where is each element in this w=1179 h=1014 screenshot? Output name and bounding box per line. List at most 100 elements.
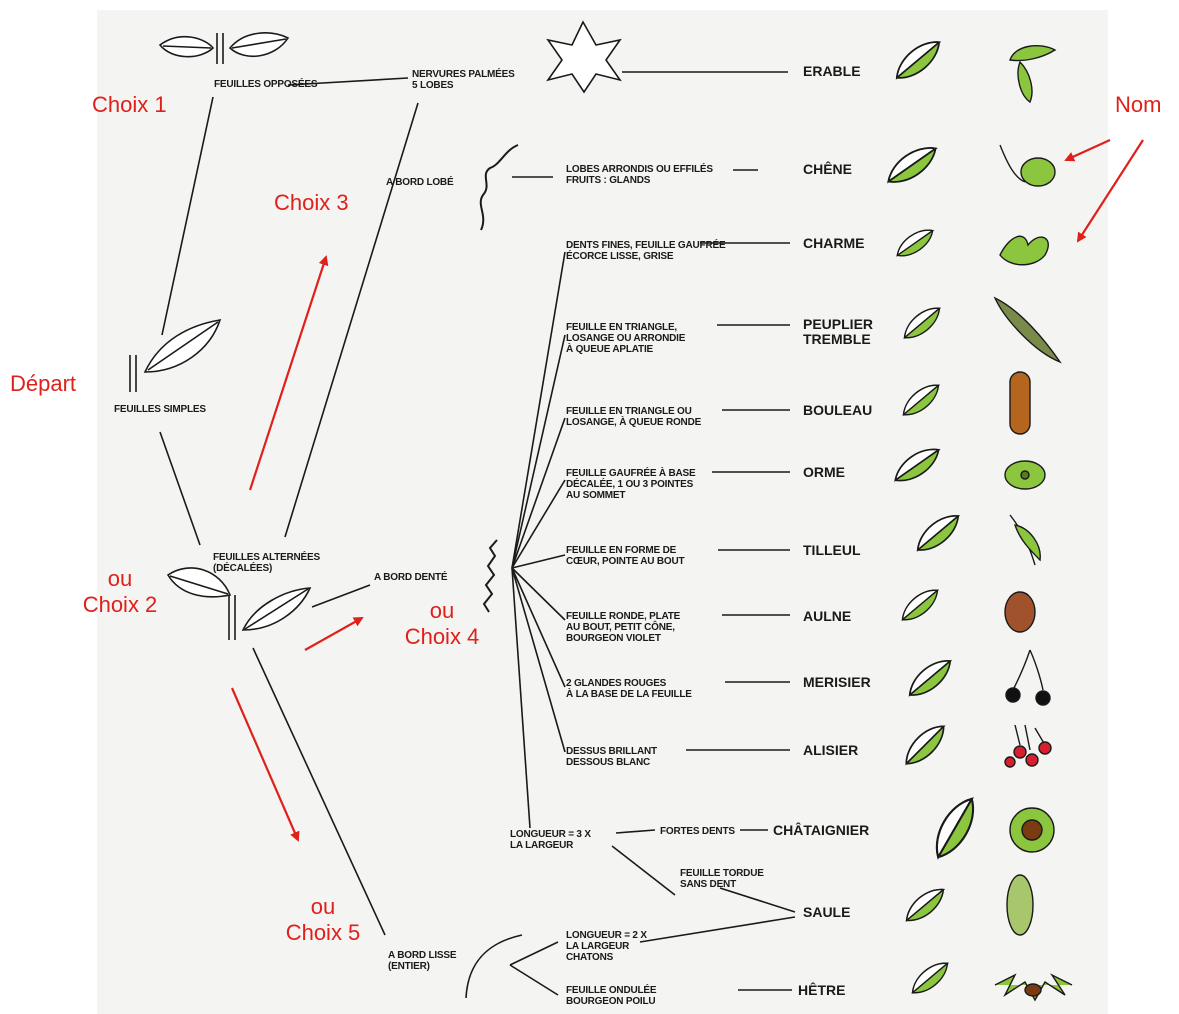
annotation-choix-2-line-1: ou xyxy=(68,566,172,592)
node-nervures-palmees-line-1: NERVURES PALMÉES xyxy=(412,69,515,80)
criterion-dents-fines-line-1: DENTS FINES, FEUILLE GAUFRÉE xyxy=(566,240,725,251)
node-a-bord-lisse: A BORD LISSE (ENTIER) xyxy=(388,950,456,972)
tree-leaf-illustrations xyxy=(882,34,982,999)
tree-name-erable: ERABLE xyxy=(803,64,861,79)
criterion-feuille-gaufree-line-1: FEUILLE GAUFRÉE À BASE xyxy=(566,468,696,479)
annotation-choix-4: ou Choix 4 xyxy=(390,598,494,650)
criterion-feuille-gaufree-line-2: DÉCALÉE, 1 OU 3 POINTES xyxy=(566,479,696,490)
criterion-glandes-rouges-line-2: À LA BASE DE LA FEUILLE xyxy=(566,689,692,700)
tree-name-alisier: ALISIER xyxy=(803,743,858,758)
criterion-feuille-triangle-line-1: FEUILLE EN TRIANGLE, xyxy=(566,322,685,333)
palmate-leaf-icon xyxy=(548,22,620,92)
criterion-lobes-arrondis-line-1: LOBES ARRONDIS OU EFFILÉS xyxy=(566,164,713,175)
node-nervures-palmees: NERVURES PALMÉES 5 LOBES xyxy=(412,69,515,91)
tree-name-peuplier-tremble: PEUPLIER TREMBLE xyxy=(803,317,873,347)
lobed-edge-icon xyxy=(481,145,518,230)
hornbeam-fruit-icon xyxy=(1000,236,1048,264)
criterion-longueur-3x-line-2: LA LARGEUR xyxy=(510,840,591,851)
annotation-choix-5: ou Choix 5 xyxy=(268,894,378,946)
annotation-choix-1: Choix 1 xyxy=(92,92,167,118)
criterion-feuille-triangle-losange-line-2: LOSANGE, À QUEUE RONDE xyxy=(566,417,701,428)
criterion-dents-fines: DENTS FINES, FEUILLE GAUFRÉE ÉCORCE LISS… xyxy=(566,240,725,262)
criterion-feuille-ronde: FEUILLE RONDE, PLATE AU BOUT, PETIT CÔNE… xyxy=(566,611,680,644)
tree-fruit-illustrations xyxy=(995,46,1072,1000)
elm-samara-icon xyxy=(1005,461,1045,489)
tree-name-tilleul: TILLEUL xyxy=(803,543,861,558)
tree-name-charme: CHARME xyxy=(803,236,864,251)
criterion-feuille-ondulee: FEUILLE ONDULÉE BOURGEON POILU xyxy=(566,985,656,1007)
tree-name-chataignier: CHÂTAIGNIER xyxy=(773,823,869,838)
cherry-icon xyxy=(1006,650,1050,705)
node-feuilles-simples: FEUILLES SIMPLES xyxy=(114,404,206,415)
criterion-feuille-ondulee-line-1: FEUILLE ONDULÉE xyxy=(566,985,656,996)
opposite-leaves-icon xyxy=(160,33,288,64)
criterion-longueur-3x-line-1: LONGUEUR = 3 X xyxy=(510,829,591,840)
tree-name-merisier: MERISIER xyxy=(803,675,871,690)
criterion-feuille-tordue: FEUILLE TORDUE SANS DENT xyxy=(680,868,764,890)
criterion-feuille-triangle-losange-line-1: FEUILLE EN TRIANGLE OU xyxy=(566,406,701,417)
node-a-bord-lisse-line-1: A BORD LISSE xyxy=(388,950,456,961)
criterion-longueur-3x: LONGUEUR = 3 X LA LARGEUR xyxy=(510,829,591,851)
annotation-choix-5-line-2: Choix 5 xyxy=(268,920,378,946)
node-feuilles-alternees: FEUILLES ALTERNÉES (DÉCALÉES) xyxy=(213,552,320,574)
node-a-bord-dente: A BORD DENTÉ xyxy=(374,572,447,583)
whitebeam-berries-icon xyxy=(1005,725,1051,767)
maple-samara-icon xyxy=(1010,46,1055,102)
criterion-feuille-tordue-line-2: SANS DENT xyxy=(680,879,764,890)
node-nervures-palmees-line-2: 5 LOBES xyxy=(412,80,515,91)
linden-fruit-icon xyxy=(1010,515,1040,565)
tree-name-orme: ORME xyxy=(803,465,845,480)
node-a-bord-lobe: A BORD LOBÉ xyxy=(386,177,453,188)
node-feuilles-opposees: FEUILLES OPPOSÉES xyxy=(214,79,317,90)
criterion-lobes-arrondis-line-2: FRUITS : GLANDS xyxy=(566,175,713,186)
tree-name-peuplier-tremble-line-1: PEUPLIER xyxy=(803,317,873,332)
criterion-glandes-rouges-line-1: 2 GLANDES ROUGES xyxy=(566,678,692,689)
criterion-fortes-dents: FORTES DENTS xyxy=(660,826,735,837)
criterion-feuille-ondulee-line-2: BOURGEON POILU xyxy=(566,996,656,1007)
criterion-feuille-triangle: FEUILLE EN TRIANGLE, LOSANGE OU ARRONDIE… xyxy=(566,322,685,355)
annotation-choix-2: ou Choix 2 xyxy=(68,566,172,618)
criterion-dessus-brillant-line-1: DESSUS BRILLANT xyxy=(566,746,657,757)
annotation-choix-4-line-2: Choix 4 xyxy=(390,624,494,650)
criterion-feuille-gaufree: FEUILLE GAUFRÉE À BASE DÉCALÉE, 1 OU 3 P… xyxy=(566,468,696,501)
criterion-feuille-coeur: FEUILLE EN FORME DE CŒUR, POINTE AU BOUT xyxy=(566,545,684,567)
criterion-lobes-arrondis: LOBES ARRONDIS OU EFFILÉS FRUITS : GLAND… xyxy=(566,164,713,186)
criterion-longueur-2x-line-2: LA LARGEUR xyxy=(566,941,647,952)
criterion-feuille-coeur-line-2: CŒUR, POINTE AU BOUT xyxy=(566,556,684,567)
tree-name-aulne: AULNE xyxy=(803,609,851,624)
criterion-feuille-triangle-line-2: LOSANGE OU ARRONDIE xyxy=(566,333,685,344)
alternate-leaves-icon xyxy=(168,568,310,640)
annotation-nom: Nom xyxy=(1115,92,1161,118)
simple-leaf-icon xyxy=(130,320,220,392)
annotation-choix-4-line-1: ou xyxy=(390,598,494,624)
criterion-feuille-gaufree-line-3: AU SOMMET xyxy=(566,490,696,501)
criterion-dents-fines-line-2: ÉCORCE LISSE, GRISE xyxy=(566,251,725,262)
criterion-dessus-brillant-line-2: DESSOUS BLANC xyxy=(566,757,657,768)
tree-name-bouleau: BOULEAU xyxy=(803,403,872,418)
tree-name-hetre: HÊTRE xyxy=(798,983,845,998)
tree-name-peuplier-tremble-line-2: TREMBLE xyxy=(803,332,873,347)
criterion-feuille-ronde-line-3: BOURGEON VIOLET xyxy=(566,633,680,644)
beechnut-icon xyxy=(995,975,1072,1000)
criterion-longueur-2x-line-1: LONGUEUR = 2 X xyxy=(566,930,647,941)
node-feuilles-alternees-line-2: (DÉCALÉES) xyxy=(213,563,320,574)
annotation-choix-3: Choix 3 xyxy=(274,190,349,216)
tree-name-saule: SAULE xyxy=(803,905,850,920)
criterion-glandes-rouges: 2 GLANDES ROUGES À LA BASE DE LA FEUILLE xyxy=(566,678,692,700)
criterion-longueur-2x: LONGUEUR = 2 X LA LARGEUR CHATONS xyxy=(566,930,647,963)
annotation-depart: Départ xyxy=(10,371,76,397)
annotation-choix-2-line-2: Choix 2 xyxy=(68,592,172,618)
chestnut-bur-icon xyxy=(1010,808,1054,852)
acorn-icon xyxy=(1000,145,1055,186)
node-a-bord-lisse-line-2: (ENTIER) xyxy=(388,961,456,972)
criterion-dessus-brillant: DESSUS BRILLANT DESSOUS BLANC xyxy=(566,746,657,768)
criterion-feuille-coeur-line-1: FEUILLE EN FORME DE xyxy=(566,545,684,556)
tree-name-chene: CHÊNE xyxy=(803,162,852,177)
criterion-feuille-triangle-line-3: À QUEUE APLATIE xyxy=(566,344,685,355)
criterion-feuille-tordue-line-1: FEUILLE TORDUE xyxy=(680,868,764,879)
alder-cone-icon xyxy=(1005,592,1035,632)
criterion-feuille-triangle-losange: FEUILLE EN TRIANGLE OU LOSANGE, À QUEUE … xyxy=(566,406,701,428)
connector-lines xyxy=(160,72,795,998)
criterion-longueur-2x-line-3: CHATONS xyxy=(566,952,647,963)
